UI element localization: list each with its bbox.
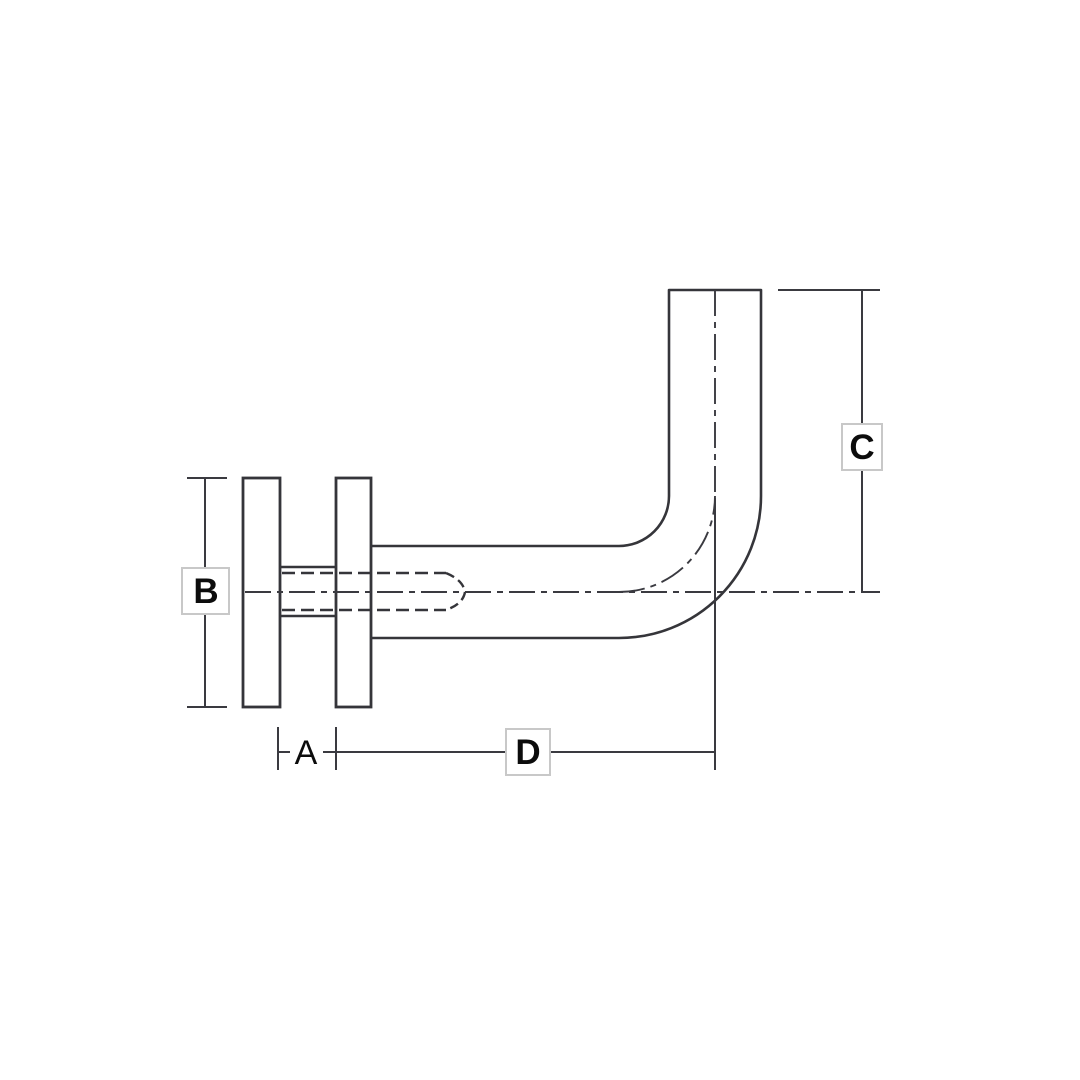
dim-b-ticks [187, 477, 227, 708]
dim-a-label-bg [290, 733, 323, 771]
spacer-outline [280, 565, 336, 618]
dim-b-label: B [193, 572, 218, 611]
dim-a-extension-ticks [277, 727, 337, 770]
hidden-thread-lines [282, 571, 446, 612]
centerlines [245, 290, 880, 593]
dimension-a-d: A D [277, 500, 716, 776]
dim-b-label-box [181, 567, 230, 615]
dimension-c: C [778, 289, 883, 592]
dim-a-label: A [295, 734, 318, 772]
bend-centerline-arc [618, 495, 716, 593]
dim-d-label-box [505, 728, 551, 776]
dim-c-label: C [849, 428, 874, 467]
elbow-tube-outline [371, 288, 763, 640]
dimension-b: B [181, 477, 230, 708]
dim-c-label-box [841, 423, 883, 471]
part-outline [241, 288, 763, 709]
dim-d-label: D [515, 733, 540, 772]
